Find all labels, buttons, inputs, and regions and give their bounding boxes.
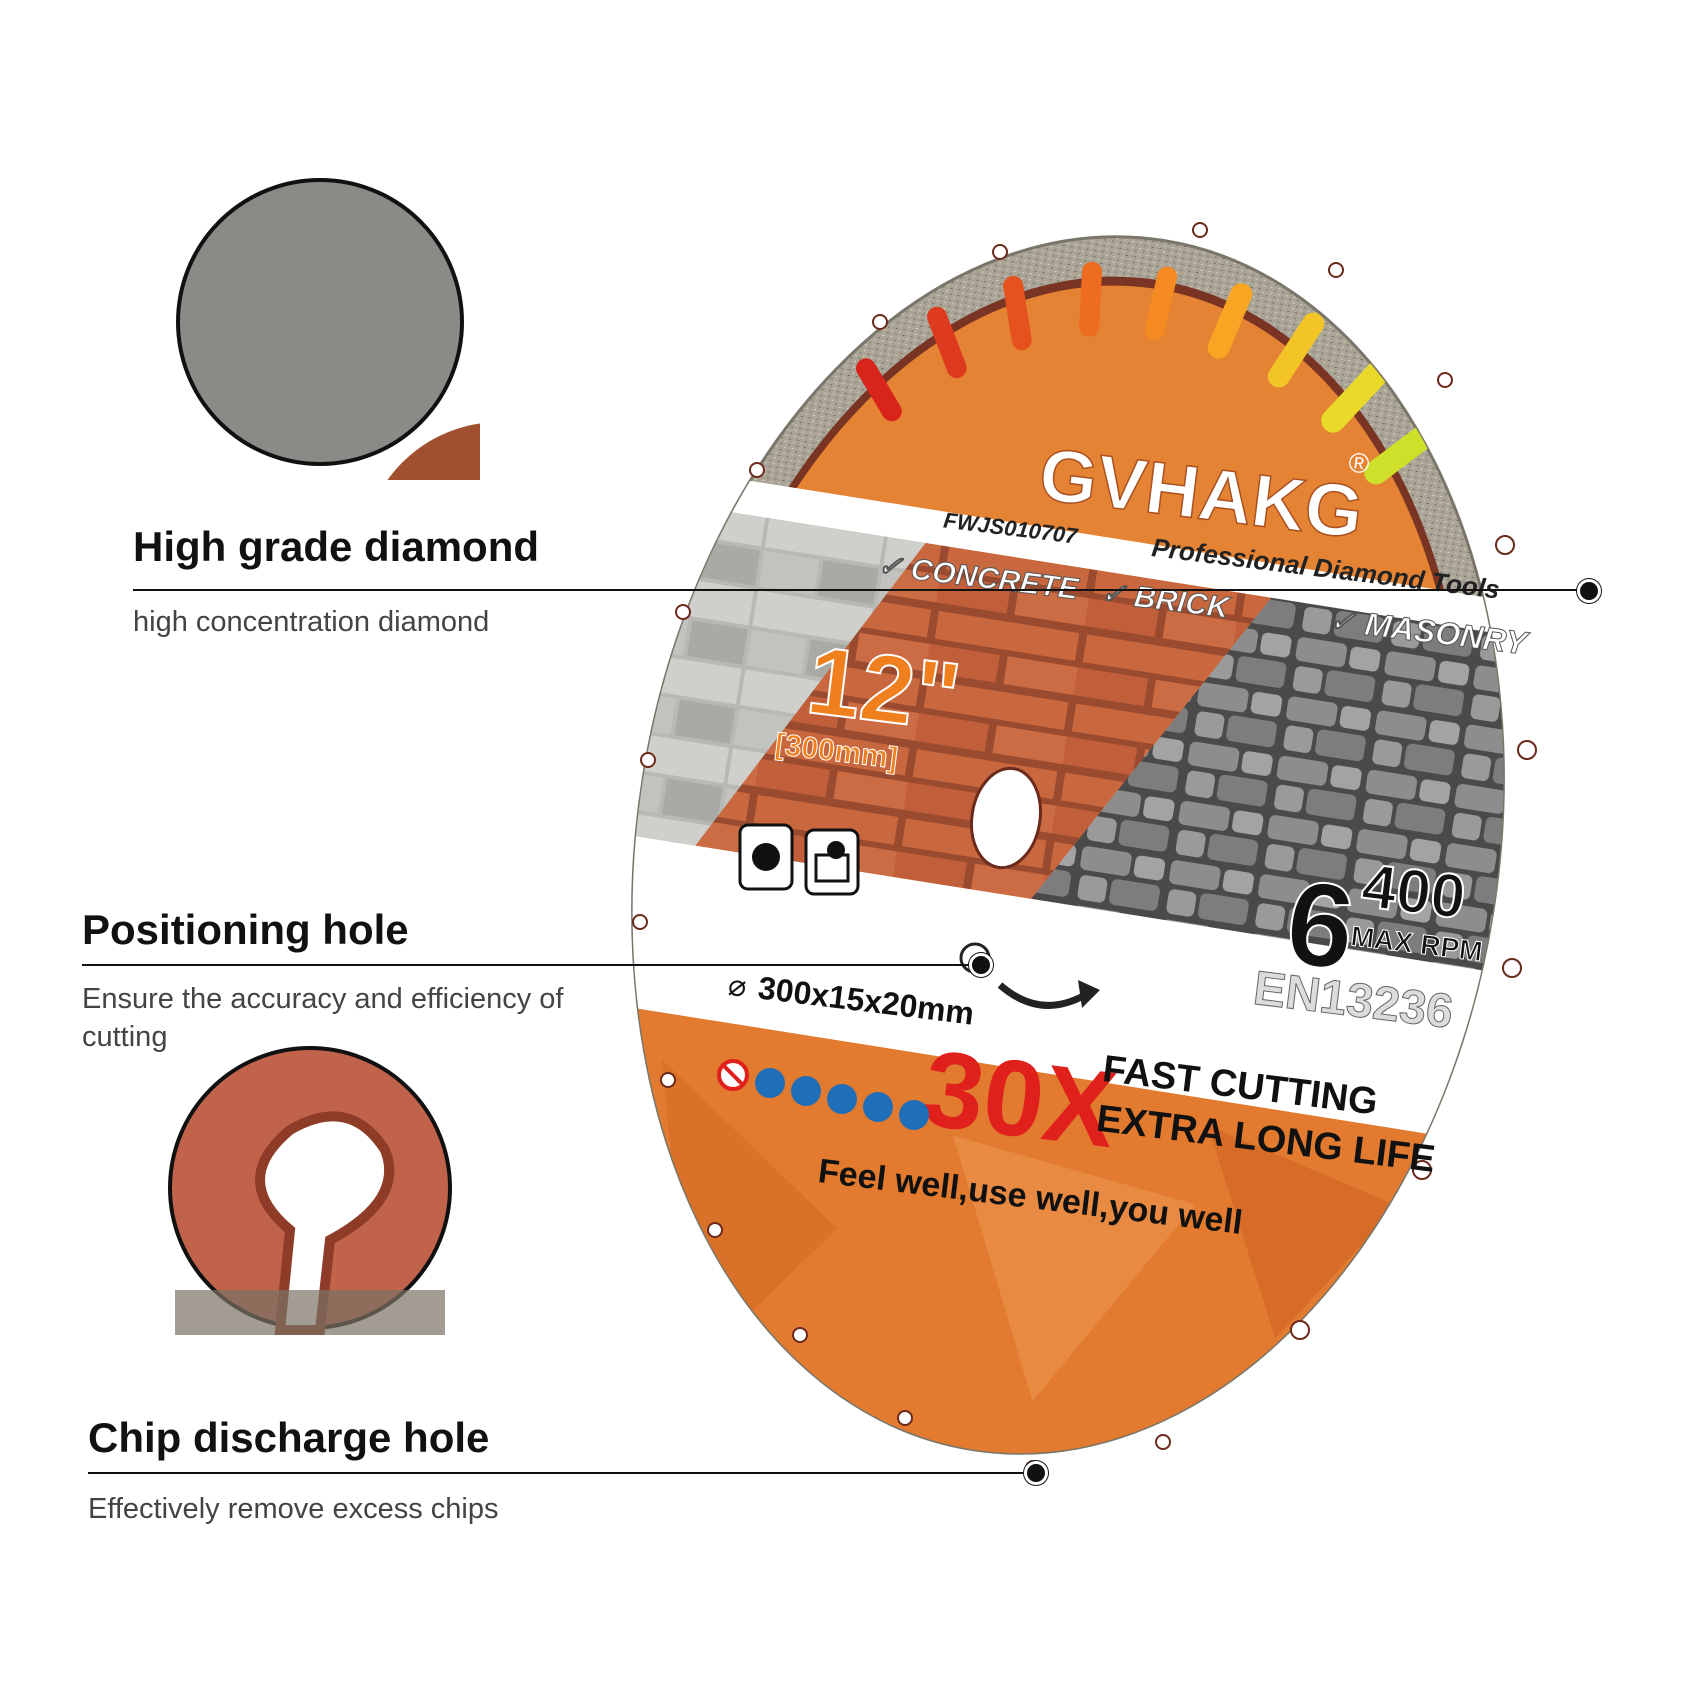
ear-protection-icon — [863, 1092, 893, 1122]
feature-title-positioning: Positioning hole — [82, 906, 409, 953]
leader-line-diamond — [133, 589, 1583, 591]
rotation-arrow-icon — [997, 982, 1087, 1009]
size-inches: 12" — [802, 627, 966, 752]
feature-title-chip: Chip discharge hole — [88, 1414, 490, 1461]
leader-line-chip — [88, 1472, 1038, 1474]
leader-dot-chip — [1024, 1461, 1048, 1485]
chip-hole-closeup-icon — [255, 1111, 395, 1335]
tool-pictograms — [738, 823, 860, 896]
boots-icon — [827, 1084, 857, 1114]
feature-desc-positioning: Ensure the accuracy and efficiency of cu… — [82, 983, 564, 1053]
feature-title-diamond: High grade diamond — [133, 523, 540, 570]
leader-dot-positioning — [969, 953, 993, 977]
speed-multiplier: 30X — [917, 1027, 1122, 1171]
mask-icon — [899, 1100, 929, 1130]
goggles-icon — [755, 1068, 785, 1098]
registered-mark: ® — [1347, 446, 1372, 479]
leader-dot-diamond — [1577, 579, 1601, 603]
diamond-closeup — [176, 178, 480, 480]
feature-desc-diamond: high concentration diamond — [133, 606, 490, 638]
rpm-small-digits: 400 — [1358, 851, 1469, 932]
arbor-hole — [970, 766, 1042, 870]
chip-hole-closeup — [168, 1046, 452, 1335]
gloves-icon — [791, 1076, 821, 1106]
size-mm: [300mm] — [773, 728, 899, 776]
safety-pictograms — [717, 1059, 929, 1130]
diameter-symbol: ⌀ — [726, 969, 748, 1004]
cutoff-saw-icon — [804, 828, 860, 896]
chip-discharge-slots — [632, 222, 1537, 1476]
leader-line-positioning — [82, 964, 977, 966]
dial-accent-bars — [856, 261, 1441, 485]
feature-desc-chip: Effectively remove excess chips — [88, 1493, 499, 1525]
